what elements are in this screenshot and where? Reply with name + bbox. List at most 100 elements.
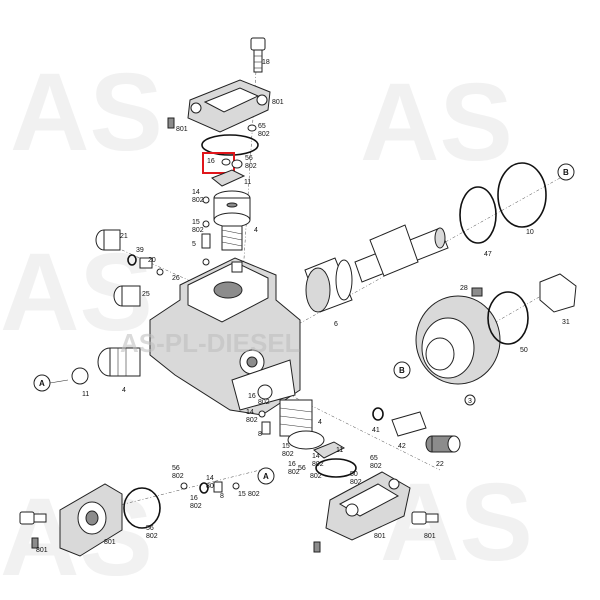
label-14-r: 14: [312, 453, 320, 460]
rings-shaft: 10: [459, 162, 547, 244]
label-56-r: 56: [298, 465, 306, 472]
label-5: 5: [192, 241, 196, 248]
label-801-bb: 801: [36, 547, 48, 554]
fitting-25: 25: [113, 285, 150, 307]
label-26: 26: [172, 275, 180, 282]
label-47: 47: [484, 251, 492, 258]
cap-22: 22: [425, 435, 461, 468]
o-ring-top: 65 802: [201, 123, 270, 156]
label-4-top: 4: [254, 227, 258, 234]
label-16-mid: 16: [248, 393, 256, 400]
label-50-r: 50: [350, 471, 358, 478]
label-56: 56: [245, 155, 253, 162]
highlighted-seal-group: 16 56 802: [202, 152, 257, 174]
label-16: 16: [207, 158, 215, 165]
label-11-mid: 11: [336, 447, 343, 454]
label-B-top: B: [563, 168, 569, 177]
bottom-right-cover: 801 801: [313, 471, 439, 553]
label-21: 21: [120, 233, 128, 240]
label-802-e: 802: [258, 399, 270, 406]
cover-bolt-left: 801: [167, 117, 188, 133]
label-8-b: 8: [220, 493, 224, 500]
label-4-left: 4: [122, 387, 126, 394]
label-11-left: 11: [82, 391, 89, 398]
label-B-mid: B: [399, 366, 405, 375]
label-802-d: 802: [192, 227, 204, 234]
label-28: 28: [460, 285, 468, 292]
label-802-k: 802: [350, 479, 362, 486]
label-42: 42: [398, 443, 406, 450]
label-65-r: 65: [370, 455, 378, 462]
label-15-b: 15: [238, 491, 246, 498]
watermark-text: AS-PL-DIESEL: [120, 328, 301, 358]
label-801-top: 801: [272, 99, 284, 106]
label-802-l: 802: [370, 463, 382, 470]
label-801-bc: 801: [424, 533, 436, 540]
label-56-bl: 56: [146, 525, 154, 532]
label-56-b: 56: [172, 465, 180, 472]
label-A-bottom: A: [263, 472, 269, 481]
top-cover: 801: [187, 79, 284, 133]
label-39: 39: [136, 247, 144, 254]
label-802-c: 802: [192, 197, 204, 204]
watermark-letters-2: AS: [360, 61, 513, 184]
drive-shaft: 47: [354, 224, 492, 283]
label-802-b: 802: [245, 163, 257, 170]
watermark-letters-4: AS: [380, 461, 533, 584]
bottom-seal-stack: 56 802 16 802 14 802 8 15 802 A: [172, 465, 275, 510]
ref-marker-b-mid: B: [393, 361, 411, 379]
label-15-mid: 15: [282, 443, 290, 450]
label-802-g: 802: [282, 451, 294, 458]
ref-marker-a-left: A 11: [33, 367, 89, 398]
label-802-o: 802: [206, 483, 218, 490]
label-8: 8: [258, 431, 262, 438]
label-802-m: 802: [172, 473, 184, 480]
label-11: 11: [244, 179, 251, 186]
fitting-21: 21 39 20 26: [95, 229, 180, 282]
label-802-p: 802: [248, 491, 260, 498]
watermark-letters-1: AS: [10, 51, 163, 174]
label-4-mid: 4: [318, 419, 322, 426]
small-valve-stack: 14 802 15 802 5: [192, 189, 211, 266]
pump-body: [149, 257, 301, 416]
label-50: 50: [520, 347, 528, 354]
label-14-mid: 14: [246, 409, 254, 416]
label-801-bolt: 801: [176, 126, 188, 133]
label-802-h: 802: [288, 469, 300, 476]
fitting-42: 42: [391, 411, 427, 450]
fitting-41: 41: [372, 407, 384, 434]
label-14: 14: [192, 189, 200, 196]
top-bolt: 18: [250, 37, 270, 73]
ref-marker-b-top: B: [557, 163, 575, 181]
label-802-a: 802: [258, 131, 270, 138]
label-802-i: 802: [310, 473, 322, 480]
label-16-r: 16: [288, 461, 296, 468]
label-22: 22: [436, 461, 444, 468]
key-31: 31: [539, 273, 577, 326]
plate-11: 11: [211, 169, 251, 187]
label-14-b: 14: [206, 475, 214, 482]
label-15: 15: [192, 219, 200, 226]
flange-3: 50 3: [415, 291, 529, 406]
label-16-b: 16: [190, 495, 198, 502]
piston-top: 4: [213, 190, 258, 251]
label-801-br: 801: [374, 533, 386, 540]
pump-element-left: 4: [97, 347, 141, 394]
label-802-f: 802: [246, 417, 258, 424]
label-802-n: 802: [190, 503, 202, 510]
bottom-left-cover: 56 802 801 801: [19, 483, 161, 557]
label-10: 10: [526, 229, 534, 236]
label-18: 18: [262, 59, 270, 66]
label-3: 3: [468, 398, 472, 405]
label-20: 20: [148, 257, 156, 264]
label-31: 31: [562, 319, 570, 326]
bolt-28: 28: [460, 285, 483, 297]
label-25: 25: [142, 291, 150, 298]
label-802-q: 802: [146, 533, 158, 540]
mid-valve-stack: 16 802 14 802 8 4 15 802 11: [246, 393, 346, 459]
label-6: 6: [334, 321, 338, 328]
right-seal-stack: 16 802 56 802 14 802 50 802 65 802: [288, 453, 382, 486]
roller-6: 6: [304, 257, 353, 328]
